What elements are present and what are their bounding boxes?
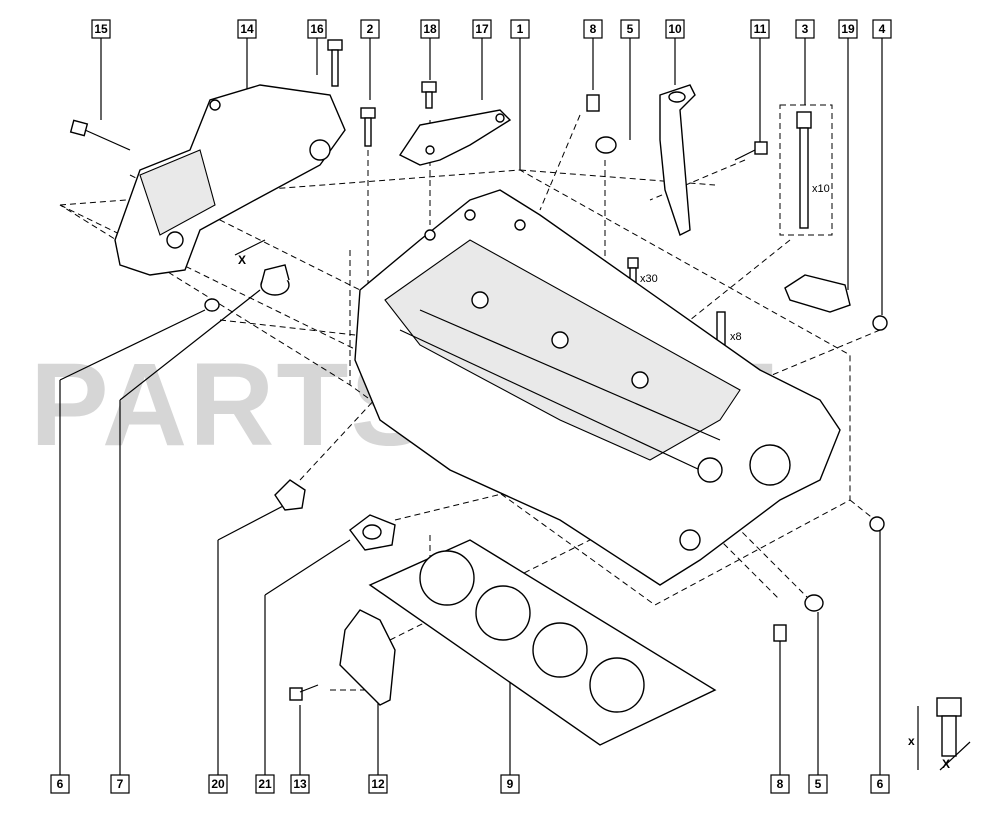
part-plug-6-left [204,298,220,312]
svg-text:2: 2 [367,22,374,36]
callout-18: 18 [420,19,440,39]
part-bracket-12 [339,609,396,706]
part-plug-5-bottom [804,594,824,612]
part-dowel-8-bottom [773,624,787,642]
callout-20: 20 [208,774,228,794]
part-dowel-8-top [586,94,600,112]
part-bolt-2 [360,107,376,147]
callout-19: 19 [838,19,858,39]
svg-text:16: 16 [310,22,324,36]
part-plug-6-right [869,516,885,532]
svg-text:4: 4 [879,22,886,36]
callout-9: 9 [500,774,520,794]
svg-text:18: 18 [423,22,437,36]
callout-15: 15 [91,19,111,39]
callout-21: 21 [255,774,275,794]
qty-x10: x10 [812,183,830,195]
svg-text:21: 21 [258,777,272,791]
part-bolt-13 [289,684,319,701]
dim-x-vertical: x [908,734,915,748]
part-sleeve-7: X [234,239,290,296]
svg-text:7: 7 [117,777,124,791]
svg-text:3: 3 [802,22,809,36]
part-plate-17 [398,109,512,166]
part-bracket-14 [114,84,346,276]
qty-x30: x30 [640,273,658,285]
part-cover-21 [349,514,396,551]
svg-text:9: 9 [507,777,514,791]
part-bolt-16 [327,39,343,87]
svg-text:8: 8 [590,22,597,36]
callout-2: 2 [360,19,380,39]
callout-6-left: 6 [50,774,70,794]
svg-text:15: 15 [94,22,108,36]
svg-text:14: 14 [240,22,254,36]
svg-text:6: 6 [877,777,884,791]
callout-16: 16 [307,19,327,39]
svg-text:5: 5 [815,777,822,791]
bolt-dimension-detail: x X [908,697,971,771]
callout-5-top: 5 [620,19,640,39]
part-lifting-eye-10 [659,84,696,236]
svg-text:1: 1 [517,22,524,36]
dim-x-horizontal: X [942,757,950,771]
callout-11: 11 [750,19,770,39]
callout-8-top: 8 [583,19,603,39]
part-cylinder-head-1 [354,189,841,586]
part-bolt-18 [421,81,437,109]
svg-text:11: 11 [754,22,767,36]
callout-17: 17 [472,19,492,39]
leader-lines [59,38,883,775]
callout-4: 4 [872,19,892,39]
dim-x-left: X [238,253,246,267]
part-head-bolt-3: x10 [779,104,833,236]
svg-text:10: 10 [668,22,682,36]
part-bolt-11 [734,141,768,161]
svg-text:5: 5 [627,22,634,36]
callout-6-right: 6 [870,774,890,794]
callout-5-bottom: 5 [808,774,828,794]
callout-3: 3 [795,19,815,39]
svg-text:6: 6 [57,777,64,791]
callout-7: 7 [110,774,130,794]
svg-text:17: 17 [475,22,489,36]
callout-12: 12 [368,774,388,794]
part-bolt-15 [69,119,131,151]
qty-x8: x8 [730,331,742,343]
callout-8-bottom: 8 [770,774,790,794]
callout-13: 13 [290,774,310,794]
svg-text:8: 8 [777,777,784,791]
part-seal-20 [274,479,306,511]
callout-1: 1 [510,19,530,39]
svg-text:19: 19 [841,22,855,36]
part-clip-19 [784,274,851,313]
callout-14: 14 [237,19,257,39]
callout-10: 10 [665,19,685,39]
svg-text:20: 20 [211,777,225,791]
part-plug-5-top [595,136,617,154]
part-gasket-9 [368,539,717,746]
part-nut-4 [872,315,888,331]
svg-text:13: 13 [293,777,307,791]
svg-text:12: 12 [371,777,385,791]
